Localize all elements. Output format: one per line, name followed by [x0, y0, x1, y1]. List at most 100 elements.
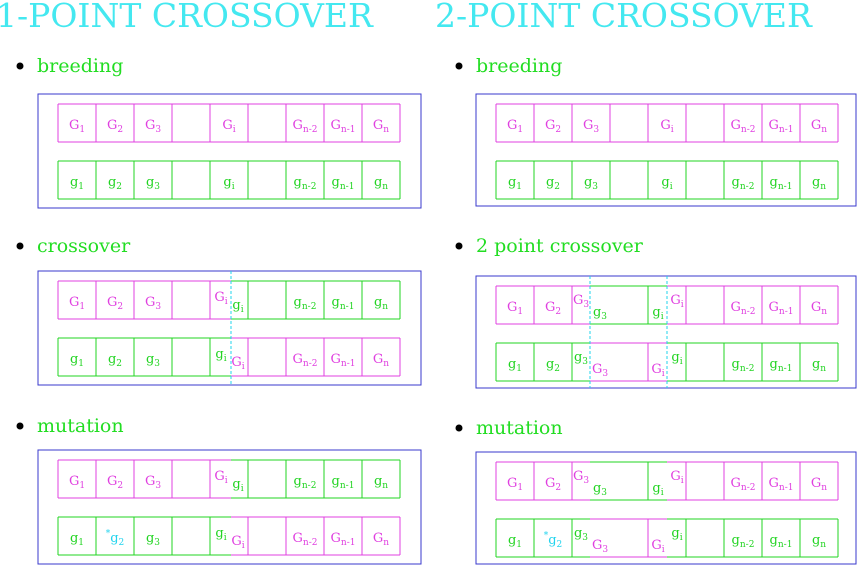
gene-label: Gi — [231, 534, 244, 551]
gene-label: G1 — [69, 474, 85, 491]
gene-label: Gn — [811, 476, 827, 493]
bullet-dot — [16, 242, 24, 250]
gene-G-n: Gn — [811, 118, 827, 135]
gene-label: gn-1 — [770, 357, 793, 374]
gene-label: g1 — [508, 357, 522, 374]
gene-g-2: g2 — [546, 175, 560, 192]
gene-g-1: g1 — [70, 175, 84, 192]
gene-G-i: Gi — [660, 118, 673, 135]
gene-label: gi — [215, 347, 226, 364]
gene-g-n: gn — [374, 175, 388, 192]
gene-G-3: G3 — [583, 118, 599, 135]
offspring2-row — [495, 342, 839, 382]
gene-label: G2 — [107, 474, 123, 491]
gene-G-i: Gi — [222, 118, 235, 135]
offspring2-row — [57, 337, 401, 377]
gene-label: g3 — [593, 481, 607, 498]
bullet-dot — [455, 62, 463, 70]
bullet-dot — [455, 242, 463, 250]
gene-label: gn — [374, 474, 388, 491]
gene-label: gn-2 — [732, 533, 755, 550]
gene-label: Gn-1 — [331, 531, 356, 548]
gene-label: g2 — [546, 357, 560, 374]
gene-label: g3 — [574, 350, 588, 367]
gene-g-i: gi — [223, 175, 234, 192]
gene-label: gi — [671, 350, 682, 367]
gene-label: Gi — [651, 362, 664, 379]
gene-label: gn-1 — [332, 474, 355, 491]
gene-G-1: G1 — [507, 118, 523, 135]
gene-label: gn-2 — [294, 474, 317, 491]
bullet-dot — [16, 422, 24, 430]
gene-label: G2 — [545, 300, 561, 317]
gene-g-n-1: gn-1 — [332, 175, 355, 192]
gene-label: gi — [232, 477, 243, 494]
gene-label: Gn — [811, 300, 827, 317]
gene-label: g1 — [70, 352, 84, 369]
gene-G-2: G2 — [545, 118, 561, 135]
gene-G-n-2: Gn-2 — [731, 118, 756, 135]
gene-G-n-2: Gn-2 — [293, 118, 318, 135]
gene-label: G2 — [545, 476, 561, 493]
right-bullet-crossover: 2 point crossover — [476, 235, 644, 257]
gene-label: Gn — [373, 531, 389, 548]
gene-label: Gi — [651, 538, 664, 555]
gene-label: Gn-1 — [769, 476, 794, 493]
gene-label: G1 — [507, 476, 523, 493]
gene-label: gn-2 — [294, 295, 317, 312]
offspring1-row — [495, 461, 839, 501]
panel-frame — [475, 275, 857, 389]
right-title: 2-POINT CROSSOVER — [435, 0, 813, 35]
left-title: 1-POINT CROSSOVER — [0, 0, 374, 35]
gene-label: G3 — [145, 474, 161, 491]
gene-label: G2 — [107, 295, 123, 312]
gene-G-2: G2 — [107, 118, 123, 135]
panel-frame — [37, 93, 422, 209]
left-bullet-mutation: mutation — [37, 415, 124, 437]
gene-g-i: gi — [661, 175, 672, 192]
bullet-dot — [16, 62, 24, 70]
offspring2-row — [57, 516, 401, 556]
gene-G-n-1: Gn-1 — [769, 118, 794, 135]
parent2-row — [495, 160, 839, 200]
gene-label: gi — [652, 305, 663, 322]
mutated-gene: *g2 — [106, 529, 125, 548]
gene-label: gn — [812, 357, 826, 374]
gene-label: G3 — [573, 293, 589, 310]
gene-label: gn — [374, 295, 388, 312]
gene-label: Gn-2 — [293, 531, 318, 548]
gene-g-n-2: gn-2 — [294, 175, 317, 192]
left-bullet-crossover: crossover — [37, 235, 131, 257]
offspring1-row — [57, 280, 401, 320]
gene-label: Gn-1 — [331, 352, 356, 369]
gene-label: gi — [232, 298, 243, 315]
gene-g-2: g2 — [108, 175, 122, 192]
gene-label: Gi — [214, 469, 227, 486]
gene-g-3: g3 — [146, 175, 160, 192]
gene-G-n: Gn — [373, 118, 389, 135]
gene-label: G3 — [573, 469, 589, 486]
offspring1-row — [495, 285, 839, 325]
panel-frame — [475, 451, 857, 565]
gene-label: Gi — [231, 355, 244, 372]
gene-label: Gi — [214, 290, 227, 307]
parent2-row — [57, 160, 401, 200]
panel-frame — [475, 93, 857, 207]
gene-label: gn-2 — [732, 357, 755, 374]
gene-label: G3 — [592, 538, 608, 555]
gene-G-n-1: Gn-1 — [331, 118, 356, 135]
parent1-row — [495, 103, 839, 143]
gene-label: Gn-2 — [731, 300, 756, 317]
gene-label: Gn-2 — [293, 352, 318, 369]
gene-label: g2 — [108, 352, 122, 369]
mutated-gene: *g2 — [544, 531, 563, 550]
gene-label: g3 — [146, 531, 160, 548]
gene-label: G1 — [69, 295, 85, 312]
right-bullet-breeding: breeding — [476, 55, 562, 77]
gene-label: gi — [671, 526, 682, 543]
offspring2-row — [495, 518, 839, 558]
